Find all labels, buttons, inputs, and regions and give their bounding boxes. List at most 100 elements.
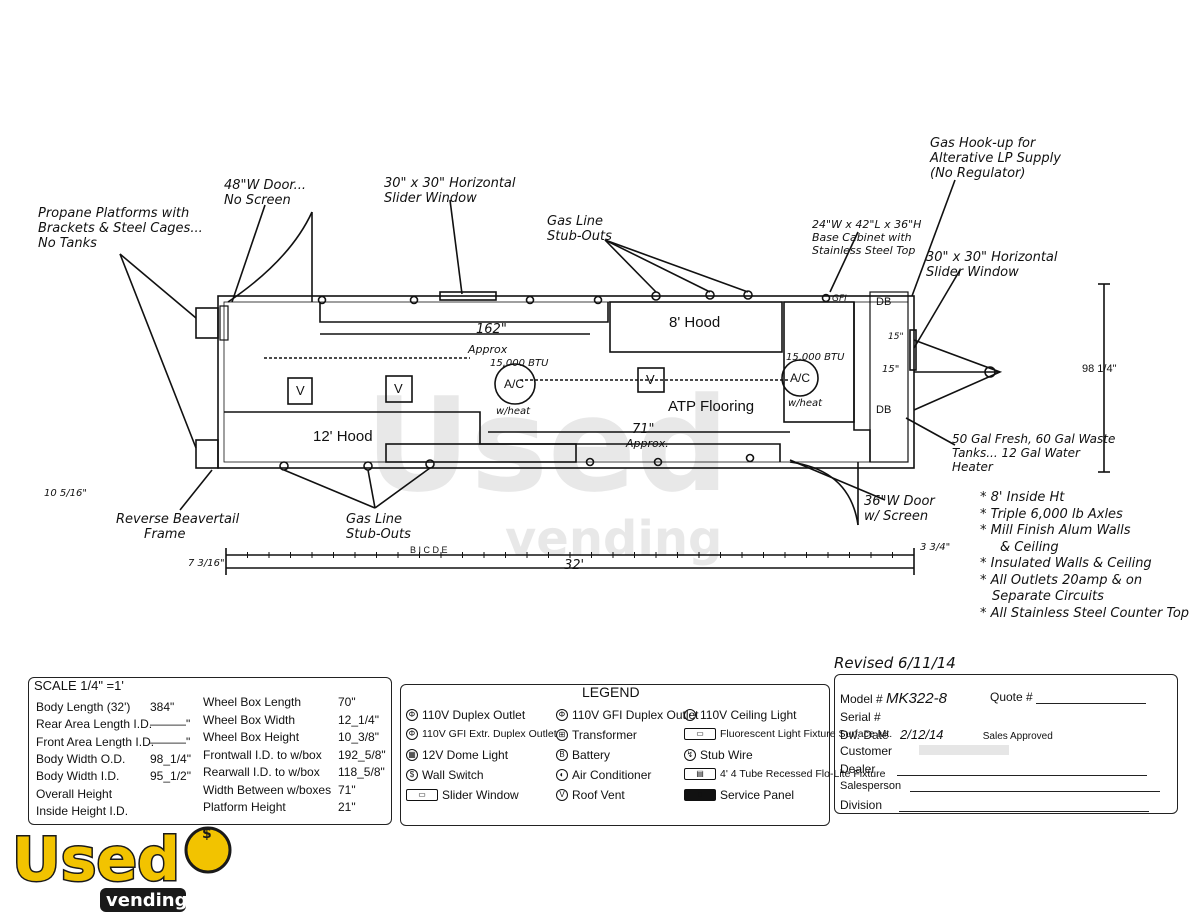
spec-left-label: Body Length (32') xyxy=(36,700,131,714)
roof-vent-icon: V xyxy=(556,789,568,801)
spec-left-label: Front Area Length I.D. xyxy=(36,734,155,749)
dw-date-row: Dw. Date 2/12/14 Sales Approved xyxy=(840,727,1053,742)
spec-right-value: 12_1/4" xyxy=(338,712,379,727)
ruler-letters: B I C D E xyxy=(410,545,448,555)
model-row: Model # MK322-8 xyxy=(840,690,947,707)
legend-item: Φ 110V GFI Extr. Duplex Outlet xyxy=(406,728,557,740)
btu-label-2: 15,000 BTU xyxy=(786,352,845,363)
redacted-block xyxy=(919,745,1010,755)
feature-item: * Insulated Walls & Ceiling xyxy=(980,556,1152,571)
spec-right-label: Rearwall I.D. to w/box xyxy=(203,765,320,779)
legend-item: ■Service Panel xyxy=(684,788,794,802)
feature-item: * All Outlets 20amp & on xyxy=(980,572,1143,588)
quote-row: Quote # xyxy=(990,690,1147,704)
legend-item-label: Battery xyxy=(572,748,611,762)
legend-item: ◐Air Conditioner xyxy=(556,768,651,782)
features-list: * 8' Inside Ht * Triple 6,000 lb Axles *… xyxy=(980,490,1189,622)
legend-item-label: Roof Vent xyxy=(572,788,625,802)
hood-12-label: 12' Hood xyxy=(313,428,373,445)
legend-item: ▭Slider Window xyxy=(406,788,519,802)
spec-right-value: 118_5/8" xyxy=(338,765,385,779)
feature-item: * All Stainless Steel Counter Top xyxy=(980,605,1190,621)
spec-right-label: Width Between w/boxes xyxy=(203,782,332,797)
spec-right-label: Wheel Box Width xyxy=(203,712,296,727)
door-48-swing xyxy=(227,211,313,303)
legend-item-label: Transformer xyxy=(572,728,637,742)
stub-wire-icon: ↯ xyxy=(684,749,696,761)
legend-item-label: Stub Wire xyxy=(700,748,753,762)
btu-label-1: 15,000 BTU xyxy=(490,358,549,369)
spec-right-label: Wheel Box Height xyxy=(203,730,300,744)
spec-left-label: Inside Height I.D. xyxy=(36,803,129,818)
used-vending-watermark: Used vending xyxy=(365,380,729,567)
propane-platform-bottom xyxy=(195,439,219,469)
roof-vent-3: V xyxy=(646,372,655,387)
revised-label: Revised 6/11/14 xyxy=(834,654,956,672)
door-36-swing xyxy=(789,461,859,526)
legend-item: ▦12V Dome Light xyxy=(406,748,508,762)
db-label-2: DB xyxy=(876,404,892,416)
spec-left-value: 98_1/4" xyxy=(150,751,191,766)
legend-item: ↯ Stub Wire xyxy=(684,748,753,762)
dim-7-label: 7 3/16" xyxy=(188,558,225,569)
slider-window-top xyxy=(439,291,497,301)
db-label-1: DB xyxy=(876,296,892,308)
trailer-body-outline xyxy=(217,295,915,469)
dealer-row: Dealer xyxy=(840,762,1147,776)
spec-right-label: Platform Height xyxy=(203,800,286,814)
svg-text:vending: vending xyxy=(505,511,722,567)
feature-item: * Mill Finish Alum Walls xyxy=(980,523,1131,538)
dim-10-label: 10 5/16" xyxy=(44,488,87,499)
length-dimension: 32' xyxy=(564,558,585,573)
legend-item-label: 12V Dome Light xyxy=(422,748,509,762)
legend-item: $Wall Switch xyxy=(406,768,484,782)
w-heat-label-2: w/heat xyxy=(788,398,823,409)
legend-item-label: 4' 4 Tube Recessed Flo-Lite Fixture xyxy=(720,768,886,780)
legend-item-label: 110V GFI Extr. Duplex Outlet xyxy=(422,728,557,740)
feature-item: & Ceiling xyxy=(1000,539,1059,555)
spec-left-label: Rear Area Length I.D. xyxy=(36,717,153,732)
spec-right-value: 70" xyxy=(338,695,356,709)
legend-item: ▭Fluorescent Light Fixture Surface Mt. xyxy=(684,728,892,740)
feature-item: * Triple 6,000 lb Axles xyxy=(980,506,1123,522)
dim-15-label-1: 15" xyxy=(888,332,904,342)
legend-item-label: 110V Ceiling Light xyxy=(700,708,797,722)
spec-right-label: Wheel Box Length xyxy=(203,695,302,709)
gfi-extr-outlet-icon: Φ xyxy=(406,728,418,740)
roof-vent-2: V xyxy=(394,381,403,396)
ac-unit-1 xyxy=(494,363,536,405)
dim-15-label-2: 15" xyxy=(882,364,900,375)
customer-row: Customer xyxy=(840,744,1010,758)
door-48-annotation: 48"W Door...No Screen xyxy=(224,178,306,208)
feature-item: * 8' Inside Ht xyxy=(980,490,1065,505)
air-conditioner-icon: ◐ xyxy=(556,769,568,781)
spec-right-value: 192_5/8" xyxy=(338,747,386,762)
spec-right-value: 71" xyxy=(338,782,356,797)
legend-item-label: Wall Switch xyxy=(422,768,484,782)
legend-item-label: 110V GFI Duplex Outlet xyxy=(572,708,699,722)
model-value: MK322-8 xyxy=(886,690,947,707)
hood-8-label: 8' Hood xyxy=(669,314,721,331)
legend-item: ◦110V Ceiling Light xyxy=(684,708,797,722)
approx-label-2: Approx. xyxy=(626,437,669,450)
used-vending-logo: Used $ vending xyxy=(11,824,232,912)
hood-8-outline xyxy=(609,301,783,353)
battery-icon: B xyxy=(556,749,568,761)
spec-left-value: ———" xyxy=(150,717,191,732)
dim-3-label: 3 3/4" xyxy=(920,542,951,553)
title-block xyxy=(834,674,1178,814)
legend-title: LEGEND xyxy=(582,684,640,700)
approx-label: Approx xyxy=(468,343,508,356)
tube-fixture-icon: ▤ xyxy=(684,768,716,780)
dim-162-label: 162" xyxy=(476,322,507,337)
salesperson-row: Salesperson xyxy=(840,780,1161,792)
ac-unit-2 xyxy=(781,359,819,397)
svg-text:Used: Used xyxy=(12,825,180,895)
